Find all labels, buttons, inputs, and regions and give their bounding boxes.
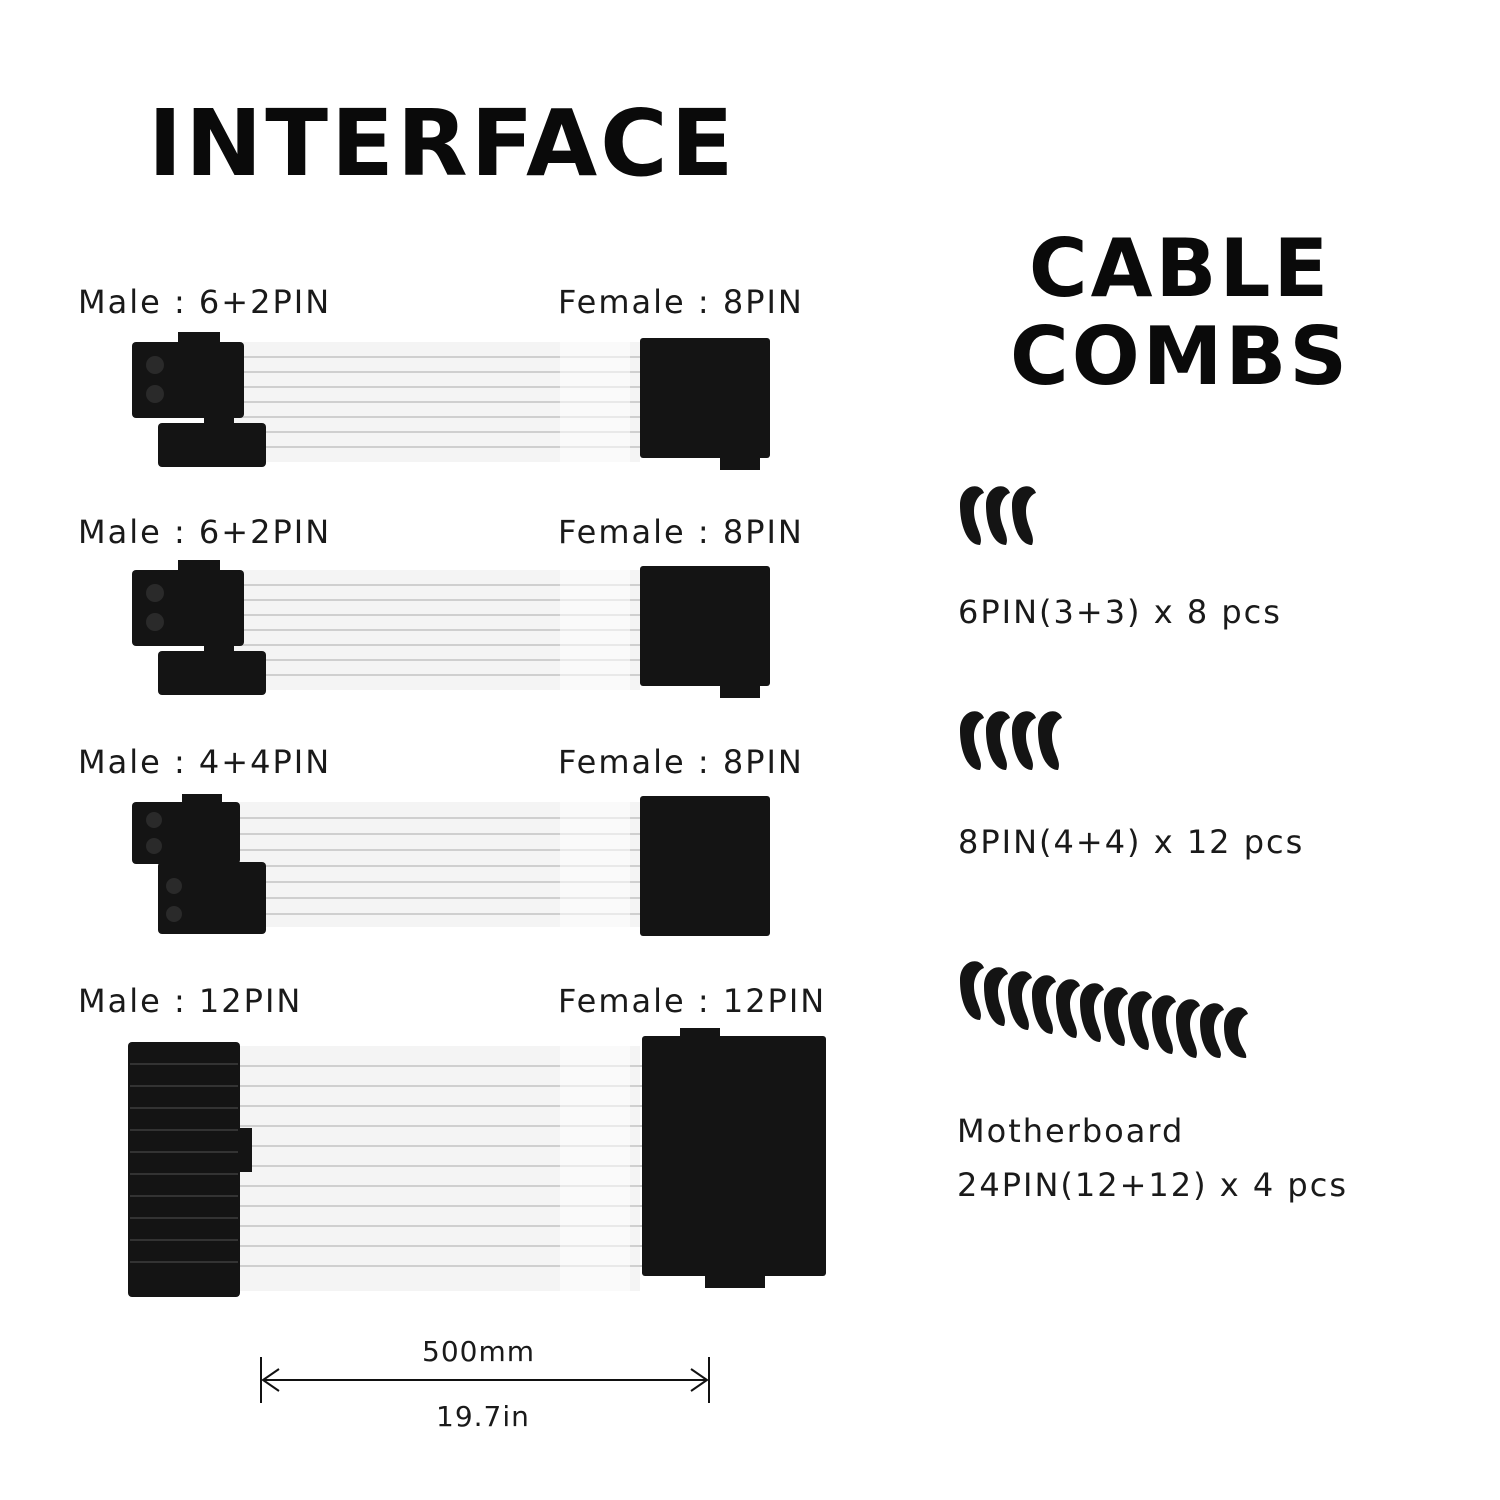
cable-1-male-label: Male : 6+2PIN: [78, 283, 332, 321]
cable-3-male-connector: [132, 794, 266, 934]
cable-1-female-connector: [640, 338, 770, 470]
cable-combs-title: CABLE COMBS: [975, 225, 1385, 401]
length-arrow: [260, 1357, 710, 1403]
cable-1-sleeve: [230, 342, 645, 462]
cable-1-image: [132, 332, 770, 470]
cable-2-image: [132, 560, 770, 698]
cable-2-male-label: Male : 6+2PIN: [78, 513, 332, 551]
comb-8pin-image: [960, 711, 1062, 770]
cable-combs-title-line1: CABLE: [1028, 222, 1332, 315]
cable-combs-title-line2: COMBS: [1010, 310, 1350, 403]
cable-2-female-connector: [640, 566, 770, 698]
cable-4-female-label: Female : 12PIN: [558, 982, 827, 1020]
cable-4-male-connector: [128, 1042, 252, 1297]
cable-4-sleeve: [230, 1046, 645, 1291]
cable-3-female-connector: [640, 796, 770, 936]
length-mm-label: 500mm: [422, 1335, 535, 1368]
cable-1-female-label: Female : 8PIN: [558, 283, 804, 321]
comb-6pin-label: 6PIN(3+3) x 8 pcs: [958, 593, 1282, 631]
interface-title: INTERFACE: [148, 90, 737, 197]
cable-2-sleeve: [230, 570, 645, 690]
comb-24pin-label-line1: Motherboard: [957, 1112, 1185, 1150]
length-inch-label: 19.7in: [436, 1400, 530, 1433]
cable-1-male-connector: [132, 332, 266, 467]
comb-24pin-label: Motherboard 24PIN(12+12) x 4 pcs: [957, 1104, 1348, 1212]
cable-3-female-label: Female : 8PIN: [558, 743, 804, 781]
cable-2-female-label: Female : 8PIN: [558, 513, 804, 551]
cable-4-female-connector: [642, 1028, 826, 1288]
cable-3-male-label: Male : 4+4PIN: [78, 743, 332, 781]
cable-4-male-label: Male : 12PIN: [78, 982, 303, 1020]
comb-24pin-image: [960, 961, 1248, 1058]
comb-6pin-image: [960, 486, 1036, 545]
comb-24pin-label-line2: 24PIN(12+12) x 4 pcs: [957, 1166, 1348, 1204]
cable-2-male-connector: [132, 560, 266, 695]
cable-4-image: [128, 1028, 826, 1297]
cable-3-image: [132, 794, 770, 936]
cable-3-sleeve: [230, 802, 645, 927]
comb-8pin-label: 8PIN(4+4) x 12 pcs: [958, 823, 1305, 861]
